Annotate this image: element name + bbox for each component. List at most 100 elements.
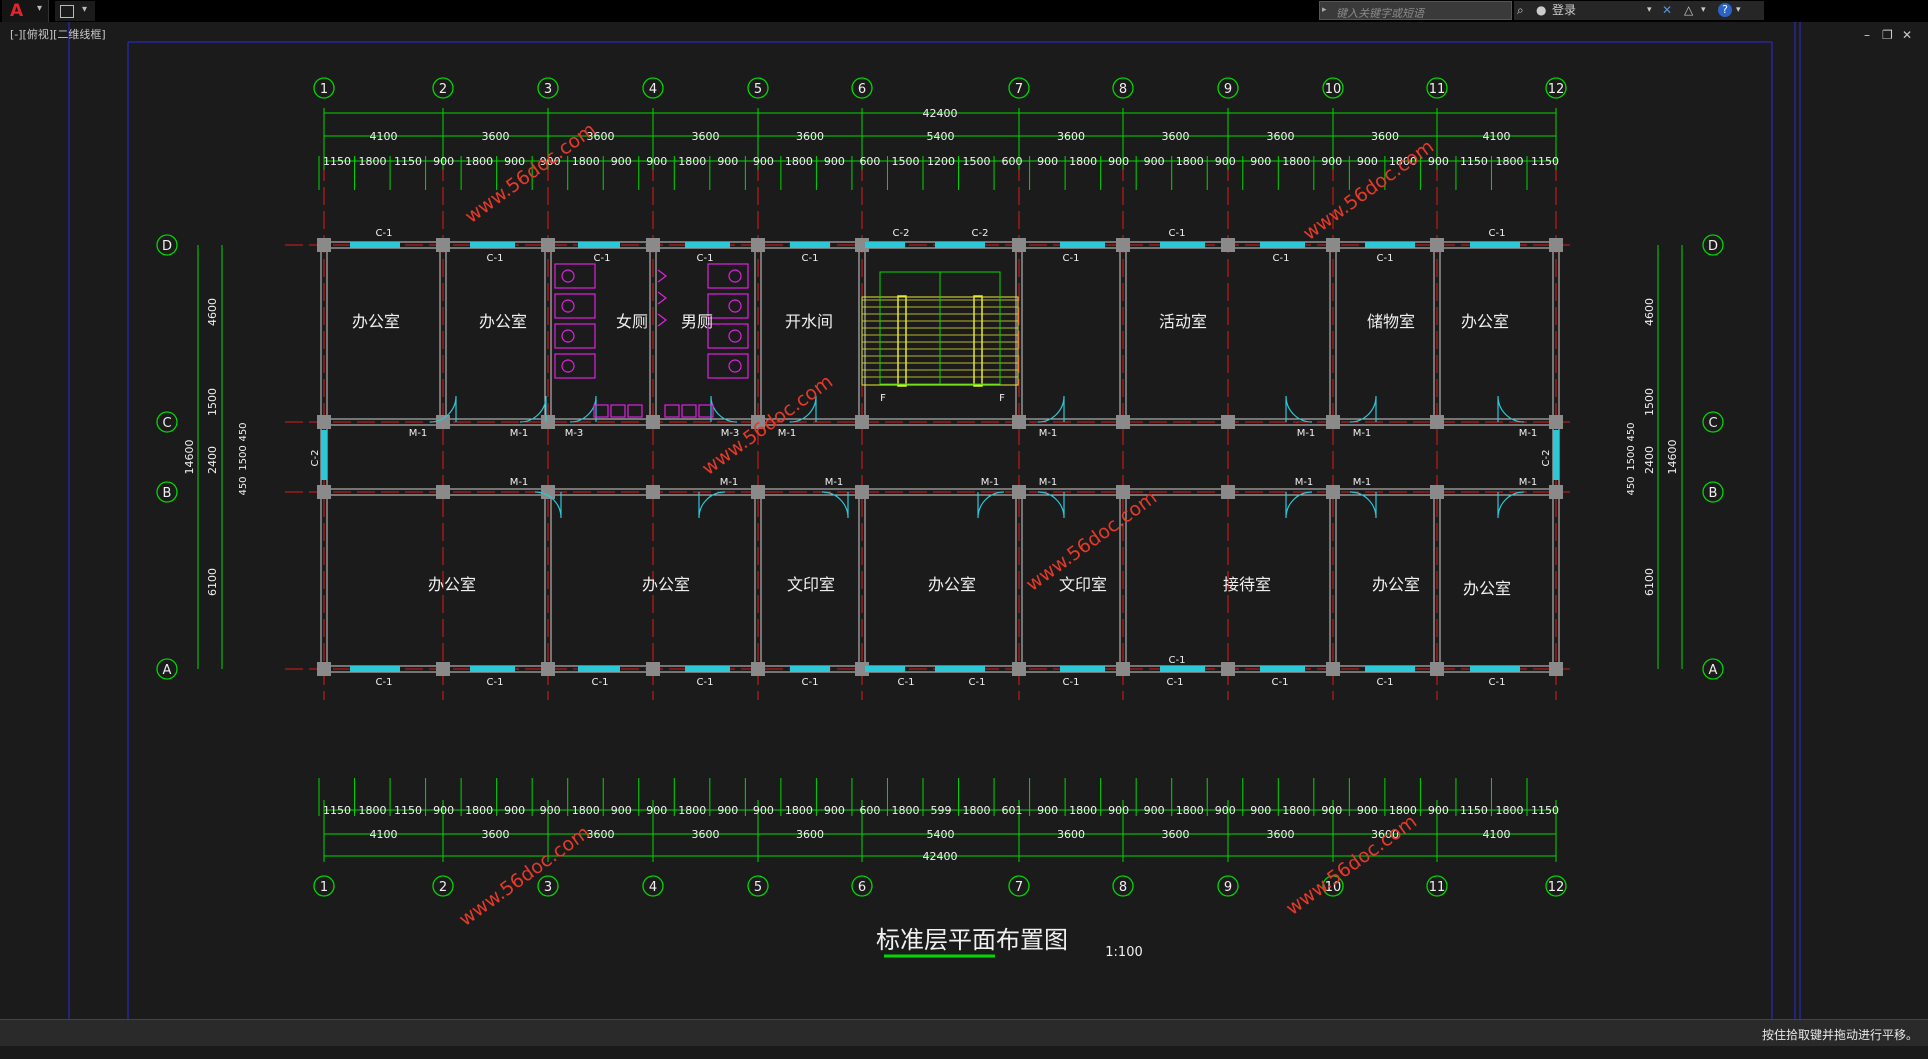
- axis-number: 6: [858, 880, 866, 895]
- door-swing: [519, 395, 547, 423]
- search-input[interactable]: ▸ 键入关键字或短语: [1319, 1, 1512, 20]
- binoculars-icon[interactable]: ⌕: [1517, 3, 1524, 17]
- toilet-fixture: [554, 353, 596, 379]
- corridor-dimension: 450: [238, 476, 249, 495]
- column: [317, 415, 331, 429]
- column: [317, 238, 331, 252]
- door-swing: [977, 491, 1005, 519]
- toilet-fixture: [707, 323, 749, 349]
- axis-bubble: [642, 77, 664, 99]
- door-tag: M-1: [1519, 477, 1538, 488]
- restore-icon[interactable]: ❐: [1882, 28, 1893, 42]
- axis-number: 12: [1548, 880, 1565, 895]
- toilet-fixture: [728, 269, 742, 283]
- window: [1160, 242, 1205, 248]
- door-swing: [1285, 491, 1313, 519]
- bay-dimension: 4100: [370, 828, 398, 841]
- expand-search-icon[interactable]: ▸: [1322, 5, 1327, 15]
- window-dimension: 1200: [927, 155, 955, 168]
- toilet-fixture: [707, 293, 749, 319]
- window: [1060, 666, 1105, 672]
- minimize-icon[interactable]: –: [1864, 28, 1870, 42]
- chevron-down-icon[interactable]: ▾: [82, 4, 88, 15]
- window: [1260, 666, 1305, 672]
- door-swing: [710, 395, 738, 423]
- axis-number: 11: [1429, 82, 1446, 97]
- chevron-down-icon[interactable]: ▾: [1736, 5, 1741, 15]
- total-dimension: 42400: [923, 107, 958, 120]
- total-dimension: 42400: [923, 850, 958, 863]
- axis-bubble: [1322, 77, 1344, 99]
- depth-dimension: 2400: [1643, 446, 1656, 474]
- column: [1430, 238, 1444, 252]
- bay-dimension: 5400: [927, 828, 955, 841]
- column: [1326, 415, 1340, 429]
- quick-access-toolbar[interactable]: ▾: [55, 1, 95, 21]
- axis-bubble: [432, 77, 454, 99]
- exchange-icon[interactable]: ✕: [1662, 3, 1673, 17]
- bay-dimension: 3600: [1162, 130, 1190, 143]
- column: [541, 485, 555, 499]
- window-dimension: 900: [433, 155, 454, 168]
- window-dimension: 900: [717, 804, 738, 817]
- chevron-down-icon[interactable]: ▾: [1647, 5, 1652, 15]
- column: [751, 662, 765, 676]
- window: [578, 666, 620, 672]
- door-tag: M-1: [1519, 428, 1538, 439]
- sink-fixture: [681, 404, 697, 418]
- axis-number: 9: [1224, 82, 1232, 97]
- window-tag: C-1: [802, 253, 819, 264]
- room-name: 办公室: [428, 575, 476, 594]
- save-icon[interactable]: [60, 5, 74, 18]
- window: [470, 242, 515, 248]
- window-tag: C-1: [1272, 677, 1289, 688]
- close-icon[interactable]: ✕: [1902, 28, 1913, 42]
- user-icon[interactable]: ●: [1536, 3, 1547, 17]
- door-tag: M-1: [1039, 428, 1058, 439]
- application-menu-button[interactable]: A ▾: [2, 0, 49, 22]
- autocad-logo-icon: A: [10, 1, 24, 21]
- window-tag: C-1: [898, 677, 915, 688]
- axis-bubble: [1008, 875, 1030, 897]
- axis-number: 7: [1015, 880, 1023, 895]
- window-dimension: 900: [1357, 155, 1378, 168]
- toilet-fixture: [728, 329, 742, 343]
- window-tag: C-1: [1167, 677, 1184, 688]
- window-dimension: 900: [1144, 804, 1165, 817]
- viewport-controls-label[interactable]: [-][俯视][二维线框]: [10, 28, 106, 41]
- axis-bubble: [537, 875, 559, 897]
- a360-icon[interactable]: △: [1684, 3, 1694, 17]
- door-swing: [1037, 491, 1065, 519]
- bay-dimension: 3600: [1267, 130, 1295, 143]
- bay-dimension: 3600: [692, 130, 720, 143]
- door-tag: M-1: [510, 428, 529, 439]
- door-tag: M-1: [1297, 428, 1316, 439]
- door-swing: [1497, 395, 1525, 423]
- urinal-fixture: [657, 269, 667, 283]
- help-icon[interactable]: ?: [1718, 3, 1732, 17]
- axis-bubble: [642, 875, 664, 897]
- column: [1116, 662, 1130, 676]
- column: [646, 415, 660, 429]
- axis-bubble: [432, 875, 454, 897]
- window: [350, 666, 400, 672]
- window-tag: C-1: [1377, 253, 1394, 264]
- door-tag: M-1: [1353, 477, 1372, 488]
- column: [541, 662, 555, 676]
- axis-letter: C: [1708, 416, 1717, 431]
- column: [1549, 662, 1563, 676]
- corridor-dimension: 450: [1626, 476, 1637, 495]
- window-tag: C-1: [376, 228, 393, 239]
- axis-bubble: [313, 77, 335, 99]
- window-dimension: 599: [931, 804, 952, 817]
- column: [1221, 415, 1235, 429]
- window: [685, 242, 730, 248]
- axis-number: 2: [439, 82, 447, 97]
- window: [1470, 666, 1520, 672]
- axis-letter: B: [1709, 486, 1718, 501]
- window-tag: C-1: [1169, 655, 1186, 666]
- login-button[interactable]: 登录: [1552, 3, 1577, 17]
- chevron-down-icon[interactable]: ▾: [1701, 5, 1706, 15]
